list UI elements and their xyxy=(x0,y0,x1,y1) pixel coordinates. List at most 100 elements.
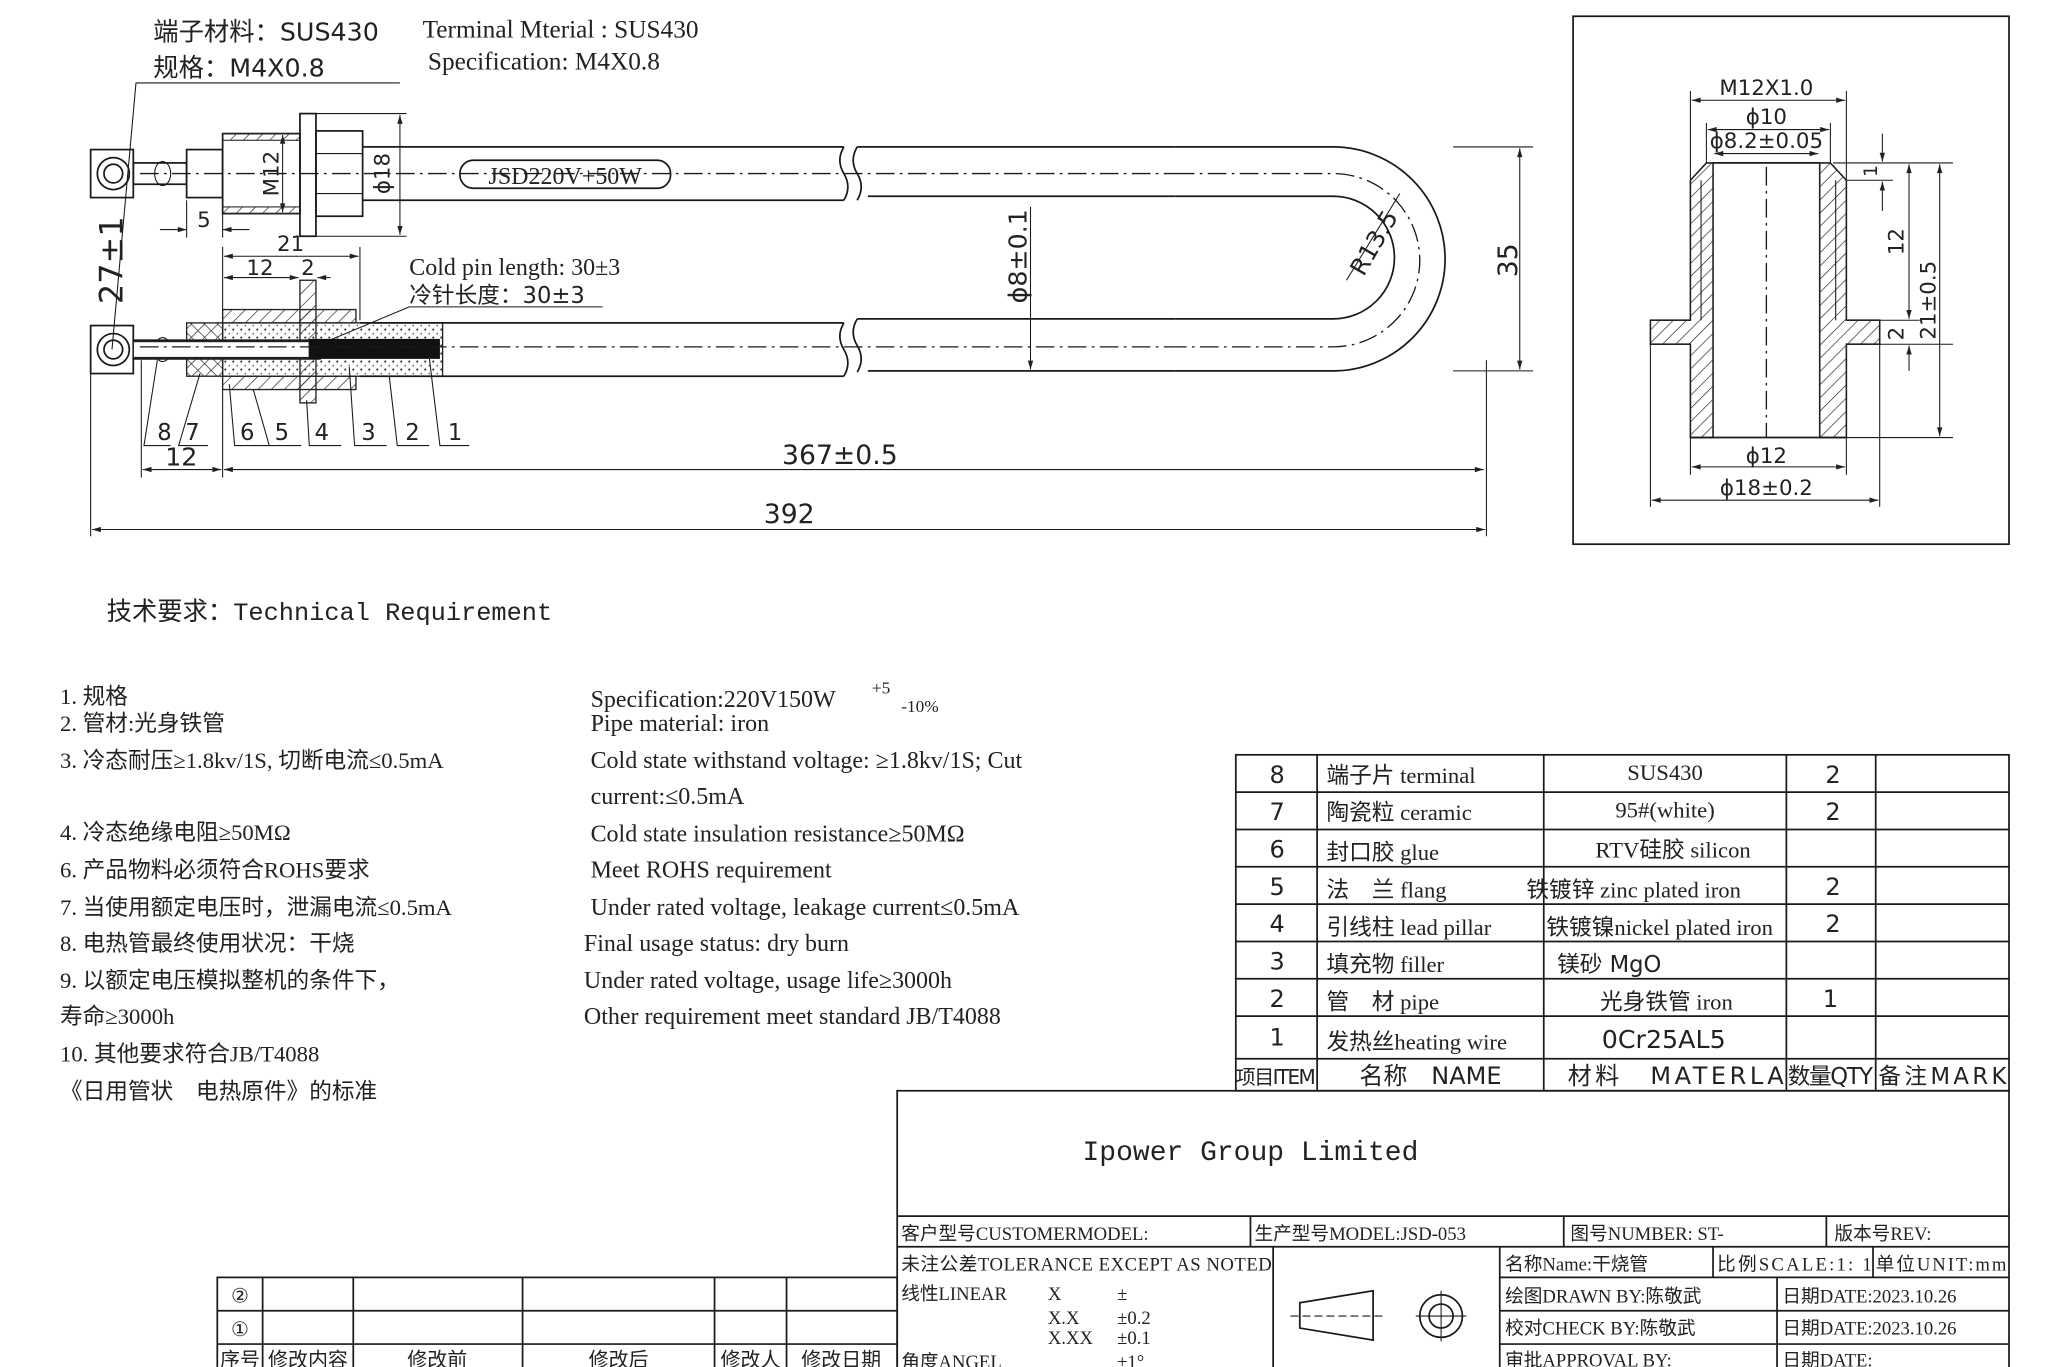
bom-name: 陶瓷粒 ceramic xyxy=(1326,800,1471,825)
bom-qty: 2 xyxy=(1825,873,1840,901)
scale: 比例SCALE:1: 1 xyxy=(1717,1255,1872,1276)
req-cn-8: 8. 电热管最终使用状况：干烧 xyxy=(60,931,355,956)
bom-item: 8 xyxy=(1269,761,1284,789)
tol-xx-value: ±0.2 xyxy=(1117,1308,1151,1329)
bom-name: 发热丝heating wire xyxy=(1326,1029,1507,1054)
bom-item: 4 xyxy=(1269,910,1284,938)
callout-label: 1 xyxy=(448,420,462,446)
dim-27: 27±1 xyxy=(93,216,131,304)
dim-12-flange: 12 xyxy=(246,256,273,281)
req-cn-1: 1. 规格 xyxy=(60,684,128,709)
dim-phi8: ϕ8±0.1 xyxy=(1003,209,1033,303)
bom-header-qty: 数量QTY xyxy=(1788,1064,1873,1090)
dim-35: 35 xyxy=(1493,243,1524,277)
upper-leg: JSD220V+50W M12 ϕ18 5 27±1 xyxy=(89,112,1176,304)
dim-5: 5 xyxy=(197,208,211,233)
dim-2-detail: 2 xyxy=(1885,327,1910,341)
production-model: 生产型号MODEL:JSD-053 xyxy=(1254,1224,1465,1245)
callout-3: 3 xyxy=(348,366,387,446)
dim-12-detail: 12 xyxy=(1885,228,1910,255)
tol-x: X xyxy=(1048,1284,1062,1305)
tol-xxx-value: ±0.1 xyxy=(1117,1328,1151,1349)
terminal-material-en: Terminal Mterial : SUS430 xyxy=(423,16,699,44)
dim-phi18-detail: ϕ18±0.2 xyxy=(1720,476,1813,501)
spec-en: Specification: M4X0.8 xyxy=(428,48,660,76)
revision: 版本号REV: xyxy=(1834,1224,1931,1245)
tol-xx: X.X xyxy=(1048,1308,1080,1329)
bom-row: 7 陶瓷粒 ceramic 95#(white) 2 xyxy=(1269,797,1840,826)
bom-row: 2 管 材 pipe 光身铁管 iron 1 xyxy=(1269,985,1838,1015)
customer-model: 客户型号CUSTOMERMODEL: xyxy=(901,1224,1148,1245)
linear-label: 线性LINEAR xyxy=(901,1284,1007,1305)
bom-material: SUS430 xyxy=(1627,760,1703,785)
tol-x-value: ± xyxy=(1117,1284,1127,1305)
bom-name: 端子片 terminal xyxy=(1326,763,1475,788)
rev-header-content: 修改内容 xyxy=(268,1349,348,1367)
terminal-notes: 端子材料：SUS430 规格：M4X0.8 Terminal Mterial :… xyxy=(111,16,699,350)
rev-header-by: 修改人 xyxy=(721,1349,781,1367)
bom-header-mark: 备注MARK xyxy=(1878,1064,2007,1090)
req-en-spec-sup: +5 xyxy=(872,678,890,697)
cold-pin-cn: 冷针长度：30±3 xyxy=(409,283,585,309)
bom-material: 光身铁管 iron xyxy=(1600,989,1733,1014)
cold-pin-en: Cold pin length: 30±3 xyxy=(409,255,620,281)
bom-material: 铁镀锌 zinc plated iron xyxy=(1526,877,1741,902)
spec-cn: 规格：M4X0.8 xyxy=(153,52,324,82)
revision-row-1: ① xyxy=(231,1319,249,1341)
dim-thread: M12X1.0 xyxy=(1719,76,1813,101)
revision-table: ② ① 序号 修改内容 修改前 修改后 修改人 修改日期 xyxy=(216,1276,899,1367)
bom-item: 6 xyxy=(1269,835,1284,863)
technical-requirements: 技术要求：Technical Requirement 1. 规格 2. 管材:光… xyxy=(60,598,1022,1104)
req-en-final-usage: Final usage status: dry burn xyxy=(584,931,849,957)
bom-table: 8 端子片 terminal SUS430 2 7 陶瓷粒 ceramic 95… xyxy=(1234,753,2010,1092)
drawn-date: 日期DATE:2023.10.26 xyxy=(1782,1287,1956,1308)
callout-1: 1 xyxy=(428,357,470,446)
bom-qty: 2 xyxy=(1825,910,1840,938)
bom-material: 0Cr25AL5 xyxy=(1602,1024,1726,1054)
dim-phi10: ϕ10 xyxy=(1746,105,1787,130)
bom-header: 项目ITEM 名称 NAME 材料 MATERLA 数量QTY 备注MARK xyxy=(1236,1062,2008,1090)
dim-m12: M12 xyxy=(260,151,285,197)
rev-header-date: 修改日期 xyxy=(801,1349,881,1367)
dim-12-terminal: 12 xyxy=(165,442,197,472)
req-en-voltage-1: Cold state withstand voltage: ≥1.8kv/1S;… xyxy=(591,748,1023,774)
terminal-leader-line xyxy=(111,82,400,350)
dim-phi8-2: ϕ8.2±0.05 xyxy=(1710,129,1823,154)
callout-2: 2 xyxy=(388,376,430,446)
bom-header-name: 名称 NAME xyxy=(1359,1062,1501,1090)
projection-symbol-icon xyxy=(1290,1289,1467,1342)
callout-7: 7 xyxy=(177,373,208,446)
req-en-voltage-2: current:≤0.5mA xyxy=(591,784,745,810)
req-en-leakage: Under rated voltage, leakage current≤0.5… xyxy=(591,895,1020,921)
tech-req-heading: 技术要求：Technical Requirement xyxy=(107,598,553,628)
dim-21-detail: 21±0.5 xyxy=(1917,261,1942,340)
drawing-number: 图号NUMBER: ST- xyxy=(1570,1224,1723,1245)
dim-phi12: ϕ12 xyxy=(1746,444,1787,469)
bom-name: 引线柱 lead pillar xyxy=(1326,915,1491,940)
req-en-pipe: Pipe material: iron xyxy=(591,711,770,737)
bom-header-item: 项目ITEM xyxy=(1236,1065,1316,1089)
bom-item: 5 xyxy=(1269,873,1284,901)
dim-392: 392 xyxy=(764,499,815,530)
heating-wire xyxy=(309,338,440,359)
flange-dimensions: 21 12 2 Cold pin length: 30±3 冷针长度：30±3 xyxy=(222,232,620,345)
bom-row: 6 封口胶 glue RTV硅胶 silicon xyxy=(1269,835,1750,865)
terminal-eyelet-icon xyxy=(96,332,131,367)
req-cn-2: 2. 管材:光身铁管 xyxy=(60,711,225,736)
bom-item: 1 xyxy=(1269,1023,1284,1051)
dim-2-flange: 2 xyxy=(301,256,315,281)
req-cn-9b: 寿命≥3000h xyxy=(60,1004,175,1029)
tol-angle-value: ±1° xyxy=(1117,1352,1144,1367)
rev-header-before: 修改前 xyxy=(407,1349,467,1367)
req-cn-10: 10. 其他要求符合JB/T4088 xyxy=(60,1041,319,1066)
req-cn-9: 9. 以额定电压模拟整机的条件下， xyxy=(60,968,400,993)
callout-label: 3 xyxy=(361,420,375,446)
bom-row: 5 法 兰 flang 铁镀锌 zinc plated iron 2 xyxy=(1269,873,1840,903)
req-en-life: Under rated voltage, usage life≥3000h xyxy=(584,968,952,994)
u-bend: R13.5 35 ϕ8±0.1 xyxy=(1003,146,1534,372)
bom-item: 2 xyxy=(1269,985,1284,1013)
terminal-material-cn: 端子材料：SUS430 xyxy=(153,16,379,46)
req-en-standard: Other requirement meet standard JB/T4088 xyxy=(584,1004,1001,1030)
bom-name: 法 兰 flang xyxy=(1326,877,1446,902)
bom-row: 8 端子片 terminal SUS430 2 xyxy=(1269,760,1840,789)
